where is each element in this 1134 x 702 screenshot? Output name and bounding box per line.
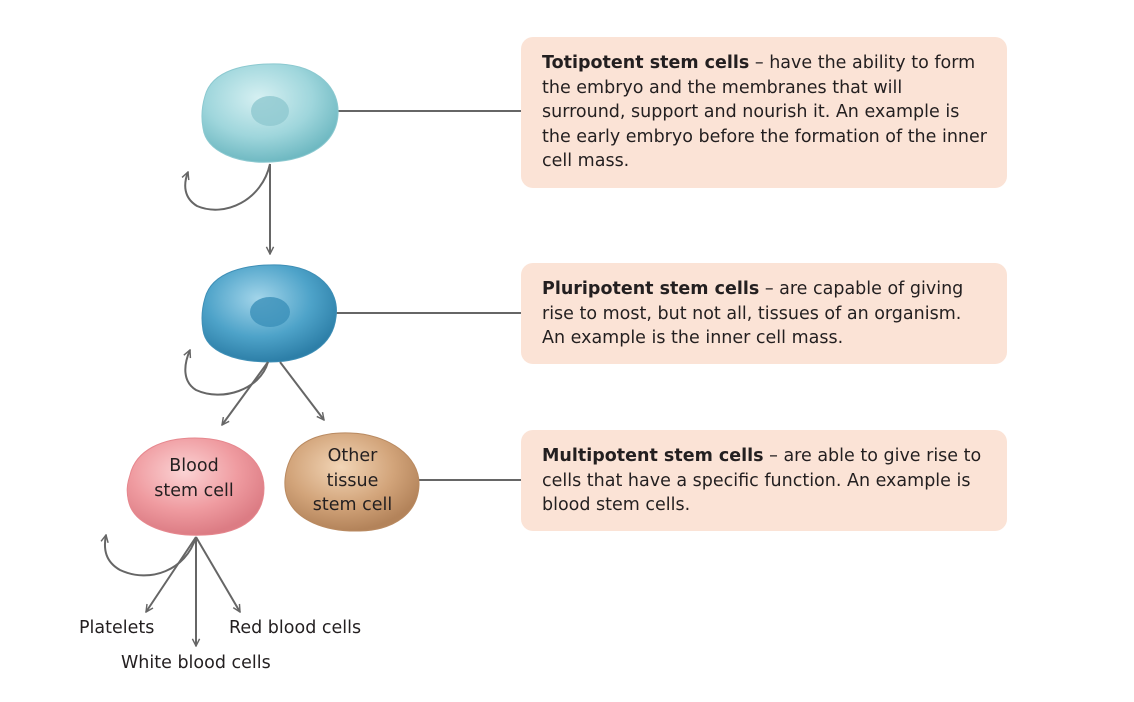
self-renew-arrow-totipotent bbox=[185, 163, 271, 211]
box-text: – are able to give rise to cells that ha… bbox=[542, 446, 982, 515]
label-line: Blood bbox=[169, 456, 219, 476]
box-term: Pluripotent stem cells bbox=[542, 279, 760, 299]
white-blood-cells-label: White blood cells bbox=[121, 653, 271, 673]
self-renew-arrow-blood bbox=[105, 535, 197, 577]
label-line: stem cell bbox=[312, 495, 393, 515]
box-text: – are capable of giving rise to most, bu… bbox=[542, 279, 964, 348]
other-tissue-stem-cell bbox=[284, 432, 420, 532]
box-text: – have the ability to form the embryo an… bbox=[542, 53, 987, 171]
pluripotent-description-box: Pluripotent stem cells – are capable of … bbox=[521, 263, 1007, 364]
label-line: tissue bbox=[326, 470, 379, 491]
arrow-to-platelets bbox=[146, 536, 197, 612]
totipotent-cell bbox=[201, 63, 339, 163]
box-term: Multipotent stem cells bbox=[542, 446, 764, 466]
blood-stem-cell-label: Blood stem cell bbox=[134, 454, 254, 503]
other-tissue-stem-cell-label: Other tissue stem cell bbox=[290, 444, 415, 518]
label-line: stem cell bbox=[154, 480, 234, 501]
multipotent-description-box: Multipotent stem cells – are able to giv… bbox=[521, 430, 1007, 531]
platelets-label: Platelets bbox=[79, 618, 155, 638]
box-term: Totipotent stem cells bbox=[542, 53, 750, 73]
arrow-to-red-blood-cells bbox=[195, 536, 241, 612]
arrow-to-blood-stem-cell bbox=[222, 361, 269, 425]
red-blood-cells-label: Red blood cells bbox=[229, 618, 362, 638]
self-renew-arrow-pluripotent bbox=[185, 350, 269, 396]
label-line: Other bbox=[327, 446, 378, 466]
arrow-to-other-stem-cell bbox=[279, 361, 324, 420]
totipotent-description-box: Totipotent stem cells – have the ability… bbox=[521, 37, 1007, 188]
blood-stem-cell bbox=[126, 437, 265, 536]
pluripotent-cell bbox=[201, 264, 337, 363]
